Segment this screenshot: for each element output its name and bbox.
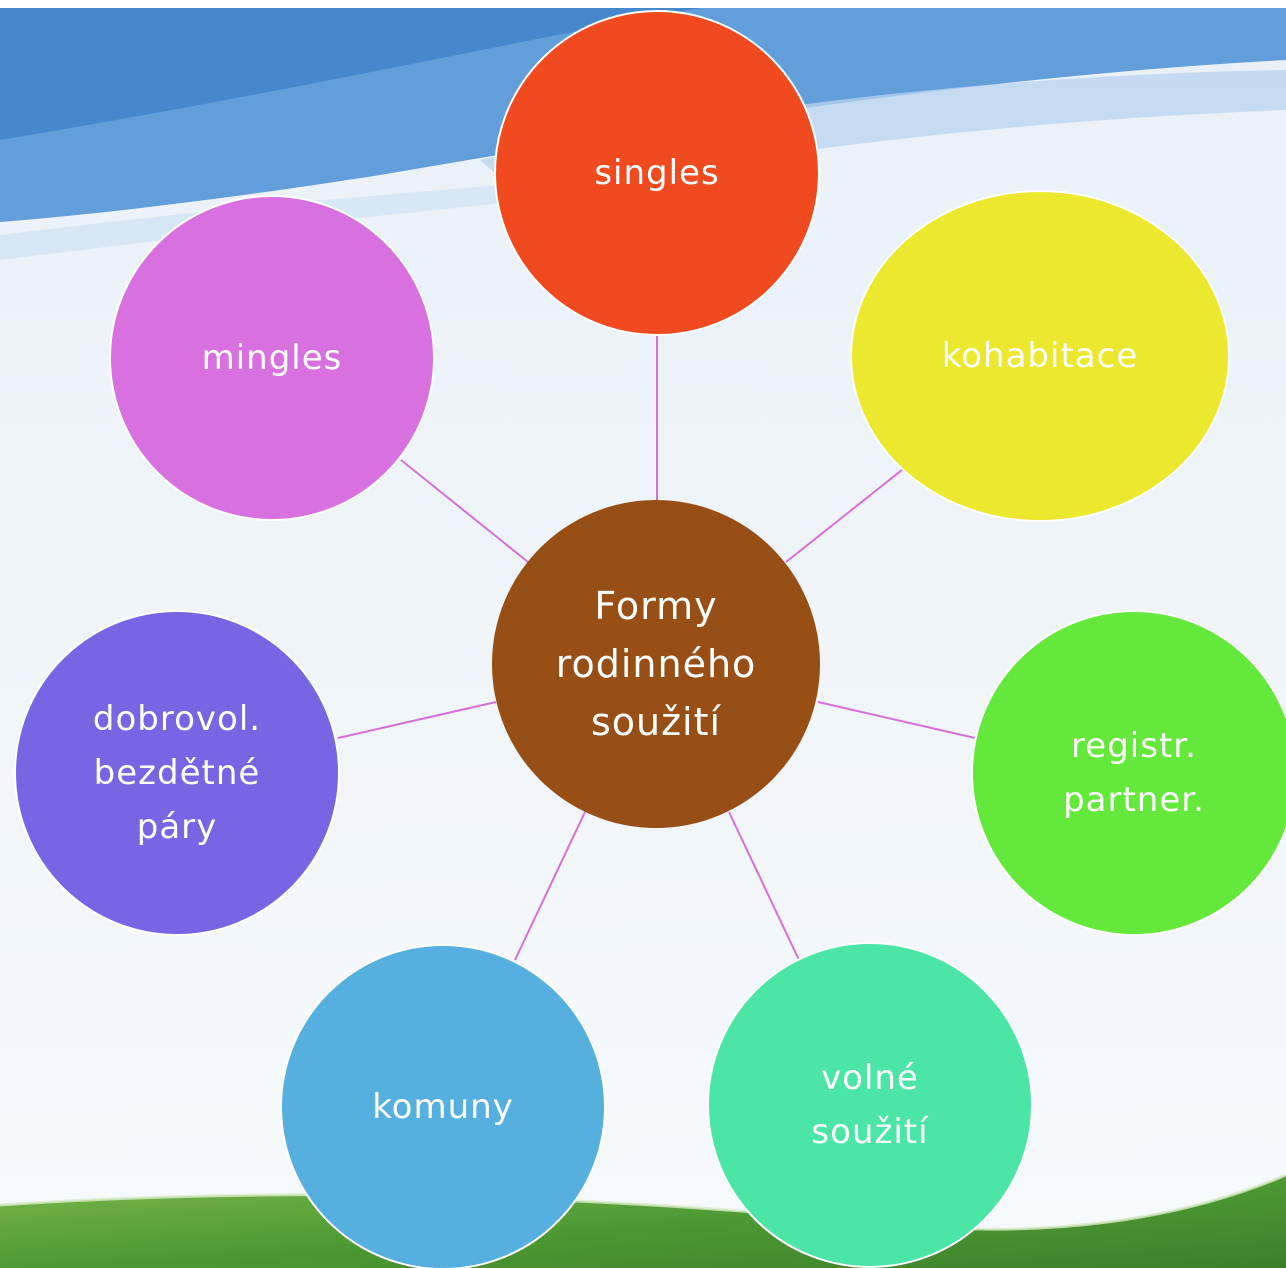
- connector-kohabitace: [785, 469, 903, 563]
- connector-dobrovol-bezdetne-pary: [337, 701, 497, 739]
- connector-mingles: [400, 459, 529, 563]
- node-mingles: mingles: [109, 195, 435, 521]
- connector-komuny: [514, 811, 586, 961]
- node-mingles-label-line: mingles: [201, 338, 343, 378]
- node-singles: singles: [494, 10, 820, 336]
- center-node-label-line: rodinného: [555, 642, 757, 686]
- node-kohabitace-label-line: kohabitace: [941, 336, 1139, 376]
- center-node-label-line: soužití: [590, 700, 722, 744]
- node-dobrovol-bezdetne-pary-label: dobrovol. bezdětné páry: [93, 692, 261, 854]
- node-singles-label-line: singles: [594, 153, 720, 193]
- node-registr-partner: registr. partner.: [971, 610, 1286, 936]
- node-registr-partner-label: registr. partner.: [1063, 719, 1205, 827]
- node-komuny: komuny: [280, 944, 606, 1268]
- node-volne-souziti: volné soužití: [707, 942, 1033, 1268]
- node-registr-partner-label-line: partner.: [1063, 780, 1205, 820]
- node-dobrovol-bezdetne-pary-label-line: dobrovol.: [92, 699, 262, 739]
- node-mingles-label: mingles: [202, 331, 343, 385]
- center-node-label: Formy rodinného soužití: [556, 577, 757, 751]
- node-volne-souziti-label-line: volné: [821, 1058, 919, 1098]
- connector-volne-souziti: [728, 811, 800, 961]
- node-volne-souziti-label-line: soužití: [811, 1112, 929, 1152]
- node-singles-label: singles: [594, 146, 719, 200]
- node-kohabitace: kohabitace: [850, 190, 1230, 522]
- node-registr-partner-label-line: registr.: [1071, 726, 1197, 766]
- connector-registr-partner: [817, 701, 976, 739]
- node-dobrovol-bezdetne-pary-label-line: páry: [136, 807, 218, 847]
- center-node-label-line: Formy: [594, 584, 718, 628]
- node-volne-souziti-label: volné soužití: [811, 1051, 928, 1159]
- node-komuny-label-line: komuny: [372, 1087, 514, 1127]
- node-dobrovol-bezdetne-pary: dobrovol. bezdětné páry: [14, 610, 340, 936]
- node-komuny-label: komuny: [372, 1080, 514, 1134]
- node-dobrovol-bezdetne-pary-label-line: bezdětné: [93, 753, 261, 793]
- center-node: Formy rodinného soužití: [492, 500, 820, 828]
- node-kohabitace-label: kohabitace: [942, 329, 1138, 383]
